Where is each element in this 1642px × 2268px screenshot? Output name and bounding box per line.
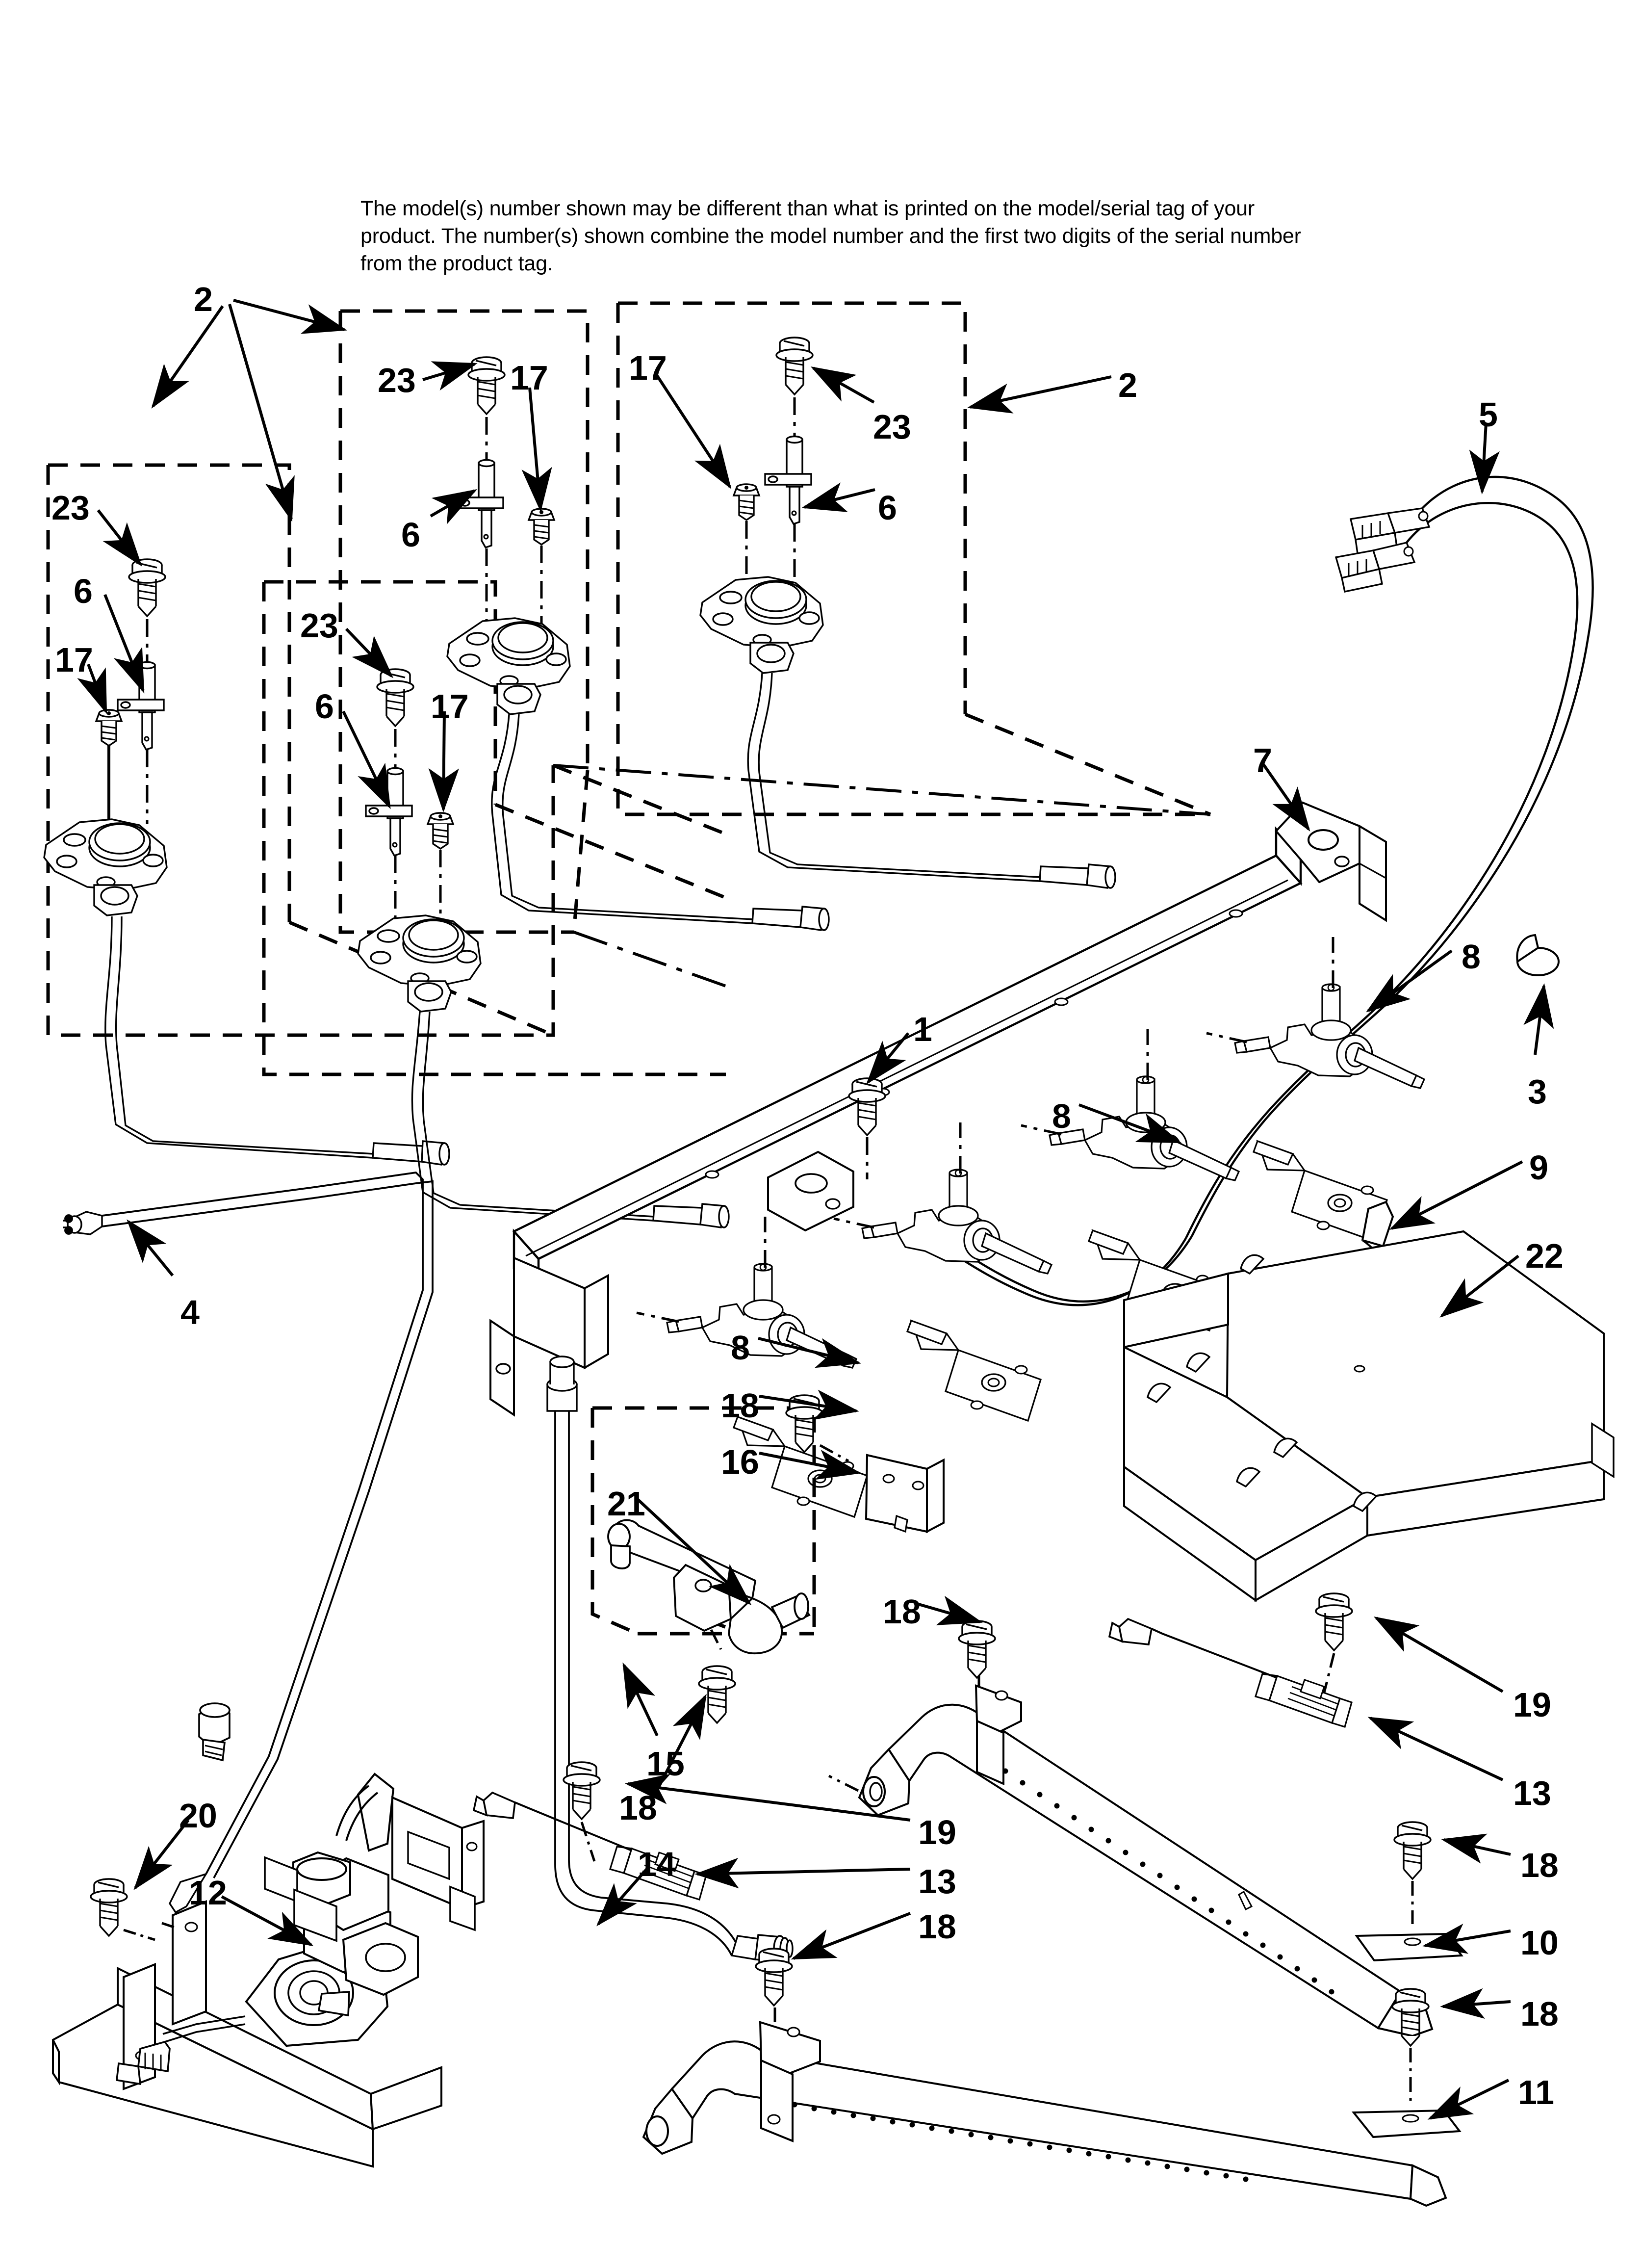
callout-23-a: 23: [51, 489, 90, 527]
callout-23-c: 23: [873, 408, 911, 446]
callout-6-a: 6: [74, 572, 93, 610]
callout-6-d: 6: [315, 687, 334, 726]
callout-13-a: 13: [1513, 1774, 1551, 1812]
callout-6-c: 6: [878, 489, 897, 527]
callout-8-b: 8: [1052, 1097, 1071, 1135]
callout-18-a: 18: [721, 1386, 759, 1425]
callout-17-c: 17: [629, 349, 667, 387]
callout-6-b: 6: [401, 516, 420, 554]
callout-21: 21: [607, 1485, 645, 1523]
callout-23-b: 23: [378, 361, 416, 399]
callout-10: 10: [1520, 1924, 1559, 1962]
callout-13-b: 13: [918, 1862, 956, 1901]
callout-5: 5: [1479, 395, 1498, 434]
callout-22: 22: [1525, 1237, 1564, 1275]
callout-8-c: 8: [731, 1329, 750, 1367]
callout-18-b: 18: [883, 1592, 921, 1631]
callout-23-d: 23: [300, 606, 338, 645]
callout-17-b: 17: [510, 359, 548, 397]
callout-19-a: 19: [1513, 1686, 1551, 1724]
callout-20: 20: [179, 1797, 217, 1835]
callout-17-a: 17: [55, 641, 93, 679]
callout-18-d: 18: [918, 1907, 956, 1946]
callout-14: 14: [638, 1845, 676, 1883]
callout-15: 15: [646, 1745, 685, 1783]
callout-16: 16: [721, 1443, 759, 1481]
callout-4: 4: [180, 1293, 200, 1331]
callout-17-d: 17: [431, 687, 469, 726]
callout-8-a: 8: [1462, 938, 1481, 976]
callout-3: 3: [1528, 1072, 1547, 1111]
callout-18-e: 18: [1520, 1846, 1559, 1884]
callout-19-b: 19: [918, 1813, 956, 1851]
callout-7: 7: [1253, 741, 1272, 780]
callout-2-left: 2: [194, 280, 213, 318]
callout-1: 1: [913, 1010, 932, 1048]
callout-11: 11: [1518, 2073, 1554, 2112]
model-number-note: The model(s) number shown may be differe…: [360, 197, 1301, 275]
callout-12: 12: [189, 1874, 227, 1912]
callout-18-c: 18: [619, 1789, 657, 1827]
callout-9: 9: [1529, 1148, 1548, 1187]
callout-2-right: 2: [1118, 366, 1137, 404]
callout-18-f: 18: [1520, 1995, 1559, 2033]
